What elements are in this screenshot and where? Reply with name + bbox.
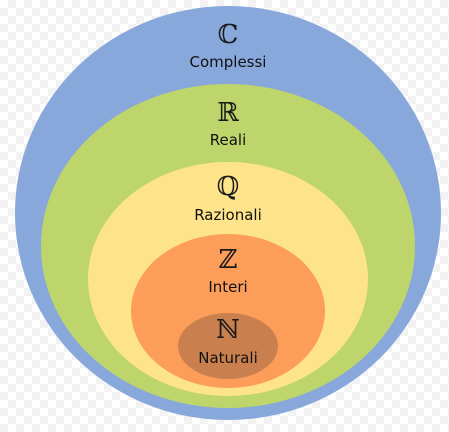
naturali-label: Naturali (198, 349, 258, 367)
reali-symbol: ℝ (217, 98, 239, 128)
interi-label: Interi (208, 278, 247, 296)
interi-symbol: ℤ (219, 245, 238, 275)
razionali-symbol: ℚ (217, 172, 240, 202)
complessi-symbol: ℂ (218, 20, 239, 50)
naturali-set-ellipse (178, 313, 278, 379)
razionali-label: Razionali (194, 206, 262, 224)
naturali-symbol: ℕ (216, 315, 240, 345)
reali-label: Reali (210, 131, 247, 149)
complessi-label: Complessi (190, 53, 267, 71)
